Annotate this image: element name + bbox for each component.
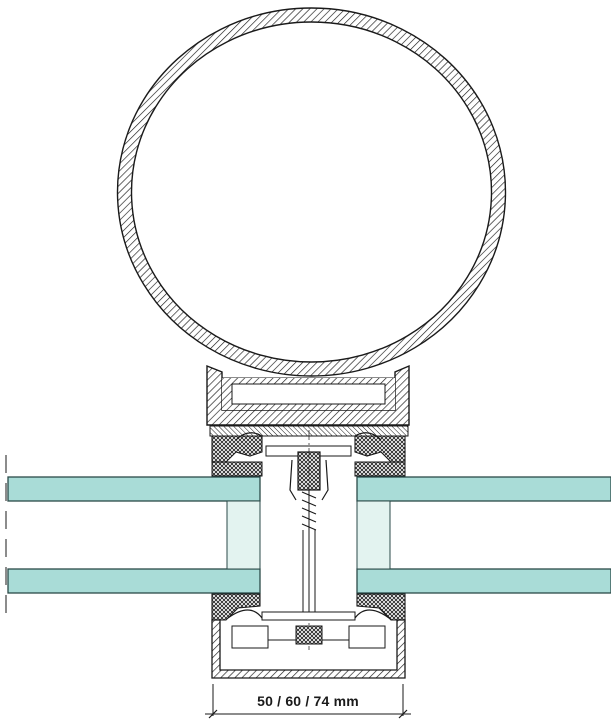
bottom-cover-profile	[211, 619, 406, 679]
glass-spacer-right	[356, 500, 391, 570]
fixing-screw	[289, 430, 329, 650]
glass-pane-left-inner	[7, 568, 261, 594]
width-dimension-line	[205, 684, 411, 719]
mullion-box-profile	[206, 364, 410, 426]
glass-spacer-left	[226, 500, 261, 570]
dimension-label: 50 / 60 / 74 mm	[257, 693, 359, 709]
glass-pane-right-inner	[356, 568, 611, 594]
glass-pane-right-outer	[356, 476, 611, 502]
glass-pane-left-outer	[7, 476, 261, 502]
round-tube-profile	[116, 7, 507, 377]
lower-gasket-assembly	[211, 593, 406, 621]
